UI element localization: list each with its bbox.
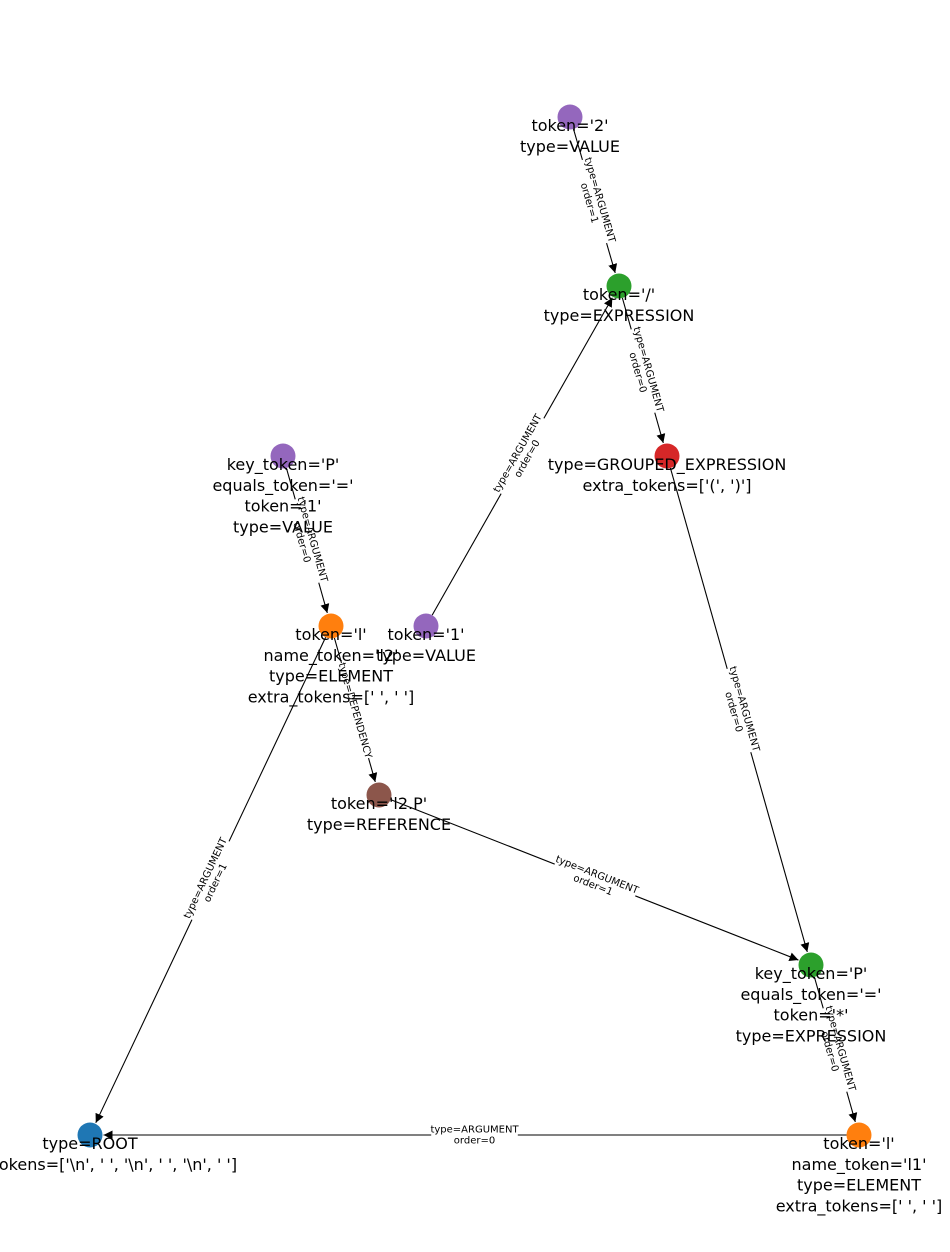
node-label-line: type=VALUE — [233, 517, 333, 536]
node-label-line: equals_token='=' — [740, 985, 881, 1005]
node-label-line: token='1' — [387, 625, 464, 644]
node-label-line: type=ROOT — [42, 1134, 137, 1153]
node-label-line: extra_tokens=['(', ')'] — [583, 476, 752, 496]
node-label-line: token='/' — [583, 285, 655, 304]
node-n2-label: token='2' type=VALUE — [520, 116, 620, 156]
node-label-line: type=EXPRESSION — [544, 306, 695, 325]
node-label-line: token='2' — [531, 116, 608, 135]
node-label-line: type=REFERENCE — [307, 815, 451, 834]
node-ref-marker — [366, 782, 392, 808]
node-el2-marker — [318, 613, 344, 639]
node-mul-marker — [798, 952, 824, 978]
edge-label-background — [431, 1122, 518, 1148]
node-n1-label: token='1' type=VALUE — [376, 625, 476, 665]
node-root-label: type=ROOT extra_tokens=['\n', ' ', '\n', … — [0, 1134, 237, 1175]
node-grp-label: type=GROUPED_EXPRESSIONextra_tokens=['('… — [548, 455, 787, 496]
node-div-label: token='/' type=EXPRESSION — [544, 285, 695, 325]
node-label-line: extra_tokens=[' ', ' '] — [776, 1196, 943, 1216]
node-p1-marker — [270, 443, 296, 469]
edge-label-background — [549, 852, 641, 908]
node-label-line: extra_tokens=[' ', ' '] — [248, 687, 415, 707]
node-div-marker — [606, 273, 632, 299]
node-n1-marker — [413, 613, 439, 639]
node-label-line: type=ELEMENT — [797, 1176, 921, 1195]
node-el1-marker — [846, 1122, 872, 1148]
node-n2-marker — [557, 104, 583, 130]
node-label-line: token='*' — [774, 1006, 849, 1025]
edge-label-background — [334, 660, 376, 761]
edge-label-background — [618, 325, 668, 417]
node-el1-label: token='l' name_token='l1'type=ELEMENTextr… — [776, 1134, 943, 1216]
node-label-line: extra_tokens=['\n', ' ', '\n', ' ', '\n'… — [0, 1155, 237, 1175]
node-label-line: type=VALUE — [520, 137, 620, 156]
node-label-line: name_token='l1' — [792, 1155, 927, 1175]
node-label-line: key_token='P' — [227, 455, 340, 475]
node-label-line: type=EXPRESSION — [736, 1026, 887, 1045]
node-label-line: type=GROUPED_EXPRESSION — [548, 455, 787, 475]
node-ref-label: token='l2.P' type=REFERENCE — [307, 794, 451, 834]
node-label-line: token='1' — [244, 497, 321, 516]
edge-label-background — [810, 1004, 860, 1096]
edge-label-background — [180, 835, 241, 926]
node-mul-label: key_token='P'equals_token='='token='*'ty… — [736, 964, 887, 1045]
node-label-line: key_token='P' — [755, 964, 868, 984]
nodes-layer — [77, 104, 872, 1148]
edge-label-background — [569, 156, 620, 247]
edge-label-line: type=ARGUMENT — [430, 1125, 519, 1136]
edge-label-line: order=0 — [454, 1136, 495, 1147]
labels-layer: token='2' type=VALUE token='/' type=EXPRESS… — [0, 116, 942, 1216]
node-label-line: type=VALUE — [376, 646, 476, 665]
node-label-line: name_token='l2' — [264, 646, 399, 666]
node-el2-label: token='l' name_token='l2'type=ELEMENTextr… — [248, 625, 415, 707]
node-label-line: type=ELEMENT — [269, 667, 393, 686]
node-label-line: token='l' — [823, 1134, 894, 1153]
edge-label-background — [714, 665, 764, 756]
node-label-line: token='l2.P' — [331, 794, 427, 813]
node-p1-label: key_token='P'equals_token='='token='1'ty… — [212, 455, 353, 536]
node-root-marker — [77, 1122, 103, 1148]
node-label-line: token='l' — [295, 625, 366, 644]
node-label-line: equals_token='=' — [212, 476, 353, 496]
node-grp-marker — [654, 443, 680, 469]
edge-label-background — [282, 495, 332, 587]
edge-label-background — [489, 411, 556, 501]
